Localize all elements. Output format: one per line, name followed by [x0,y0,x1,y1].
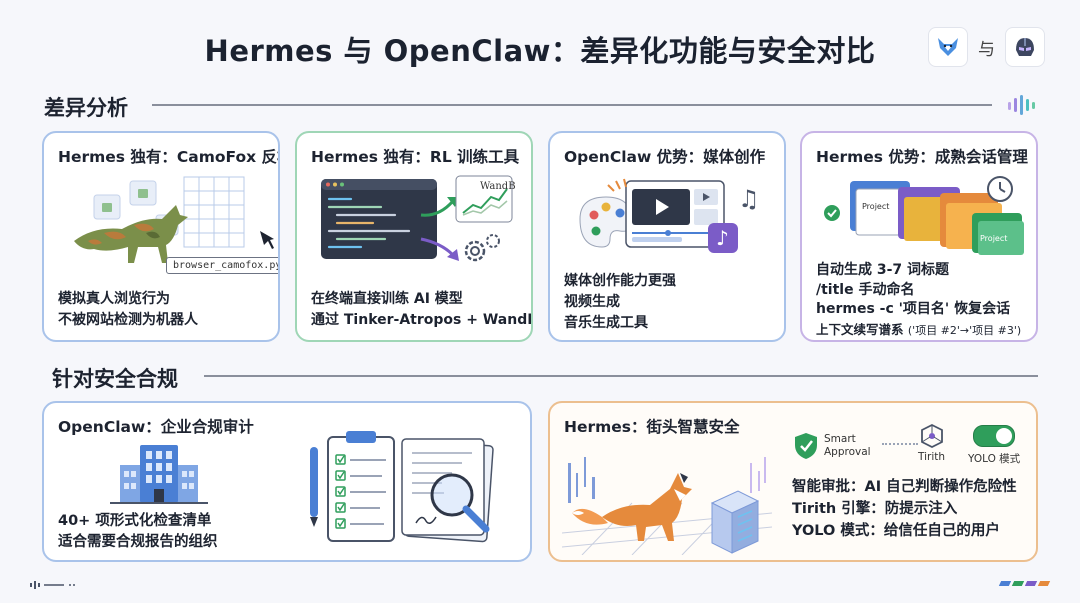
card-line: /title 手动命名 [816,281,915,298]
page-title: Hermes 与 OpenClaw：差异化功能与安全对比 [204,34,876,68]
footer-color-strip [998,581,1051,586]
card-line: 不被网站检测为机器人 [58,312,198,328]
filename-tag: browser_camofox.py [166,257,278,274]
card-line: YOLO 模式：给信任自己的用户 [792,523,1000,539]
card-street-smart-security: Hermes：街头智慧安全 Smart App [548,401,1038,562]
card-line: 音乐生成工具 [564,315,648,331]
card-line: 在终端直接训练 AI 模型 [311,291,463,307]
card-description: 在终端直接训练 AI 模型 通过 Tinker-Atropos + WandB [311,289,533,331]
lineage-text: 上下文续写谱系 [816,321,904,337]
building-icon [110,445,208,504]
connector-line [882,443,918,445]
card-line: 40+ 项形式化检查清单 [58,513,212,529]
section-divider [152,104,992,106]
lineage-example: ('项目 #2'→'项目 #3') [907,323,1022,337]
folder-label: Project [862,202,890,211]
card-title: Hermes 优势：成熟会话管理 [816,148,1028,166]
fox-logo-icon [928,27,968,67]
card-line: 适合需要合规报告的组织 [58,534,218,550]
tirith-label: Tirith [918,451,946,463]
media-illustration: ♪ ♫ [579,178,760,253]
yolo-label: YOLO 模式 [968,453,1021,465]
card-line: 上下文续写谱系 ('项目 #2'→'项目 #3') [816,320,1021,341]
card-session-management: Hermes 优势：成熟会话管理 Project Project 自动生成 3-… [800,131,1038,342]
card-line: 视频生成 [564,294,620,310]
card-rl-training: Hermes 独有：RL 训练工具 WandB 在终端直接训练 AI 模型 通 [295,131,533,342]
card-line: Tirith 引擎：防提示注入 [792,501,958,517]
smart-approval-label: Smart Approval [824,433,871,458]
card-line: 智能审批：AI 自己判断操作危险性 [792,479,1017,495]
card-description: 媒体创作能力更强 视频生成 音乐生成工具 [564,271,676,334]
chart-card-illustration [455,175,513,223]
terminal-illustration [321,179,437,259]
svg-text:♪: ♪ [716,226,729,250]
card-title: Hermes 独有：RL 训练工具 [311,148,520,166]
card-title: Hermes 独有：CamoFox 反检测 [58,148,278,166]
card-title: OpenClaw 优势：媒体创作 [564,148,766,166]
footer-wave-icon [30,581,75,589]
section-heading-security: 针对安全合规 [52,367,178,391]
toggle-switch[interactable] [973,425,1016,447]
card-description: 模拟真人浏览行为 不被网站检测为机器人 [58,289,198,331]
tirith-engine-icon [921,423,943,449]
equalizer-icon [1008,95,1035,115]
card-media-creation: OpenClaw 优势：媒体创作 ♪ ♫ 媒体创作能力更强 视频生成 音乐生成工… [548,131,786,342]
card-description: 自动生成 3-7 词标题 /title 手动命名 hermes -c '项目名'… [816,261,1021,340]
folders-illustration [824,176,1024,255]
section-heading-diff: 差异分析 [44,96,128,120]
svg-text:♫: ♫ [738,185,760,213]
camo-fox-illustration [74,176,274,263]
folder-label: Project [980,234,1008,243]
yolo-toggle[interactable]: YOLO 模式 [968,425,1020,466]
gear-icon [464,234,500,262]
checklist-illustration [310,431,494,543]
logo-group: 与 [928,27,1045,67]
card-line: 媒体创作能力更强 [564,273,676,289]
cyber-fox-illustration [562,457,772,555]
card-line: hermes -c '项目名' 恢复会话 [816,301,1011,317]
card-line: 模拟真人浏览行为 [58,291,170,307]
card-title: Hermes：街头智慧安全 [564,418,740,436]
logo-separator: 与 [978,39,995,60]
card-camofox: Hermes 独有：CamoFox 反检测 browser_camofox.py… [42,131,280,342]
helmet-logo-icon [1005,27,1045,67]
card-description: 40+ 项形式化检查清单 适合需要合规报告的组织 [58,511,218,553]
card-description: 智能审批：AI 自己判断操作危险性 Tirith 引擎：防提示注入 YOLO 模… [792,476,1017,542]
wandb-label: WandB [480,181,516,192]
shield-check-icon [795,433,817,459]
card-compliance-audit: OpenClaw：企业合规审计 [42,401,532,562]
card-line: 通过 Tinker-Atropos + WandB [311,312,533,328]
section-divider [204,375,1038,377]
card-title: OpenClaw：企业合规审计 [58,418,254,436]
card-line: 自动生成 3-7 词标题 [816,262,950,278]
